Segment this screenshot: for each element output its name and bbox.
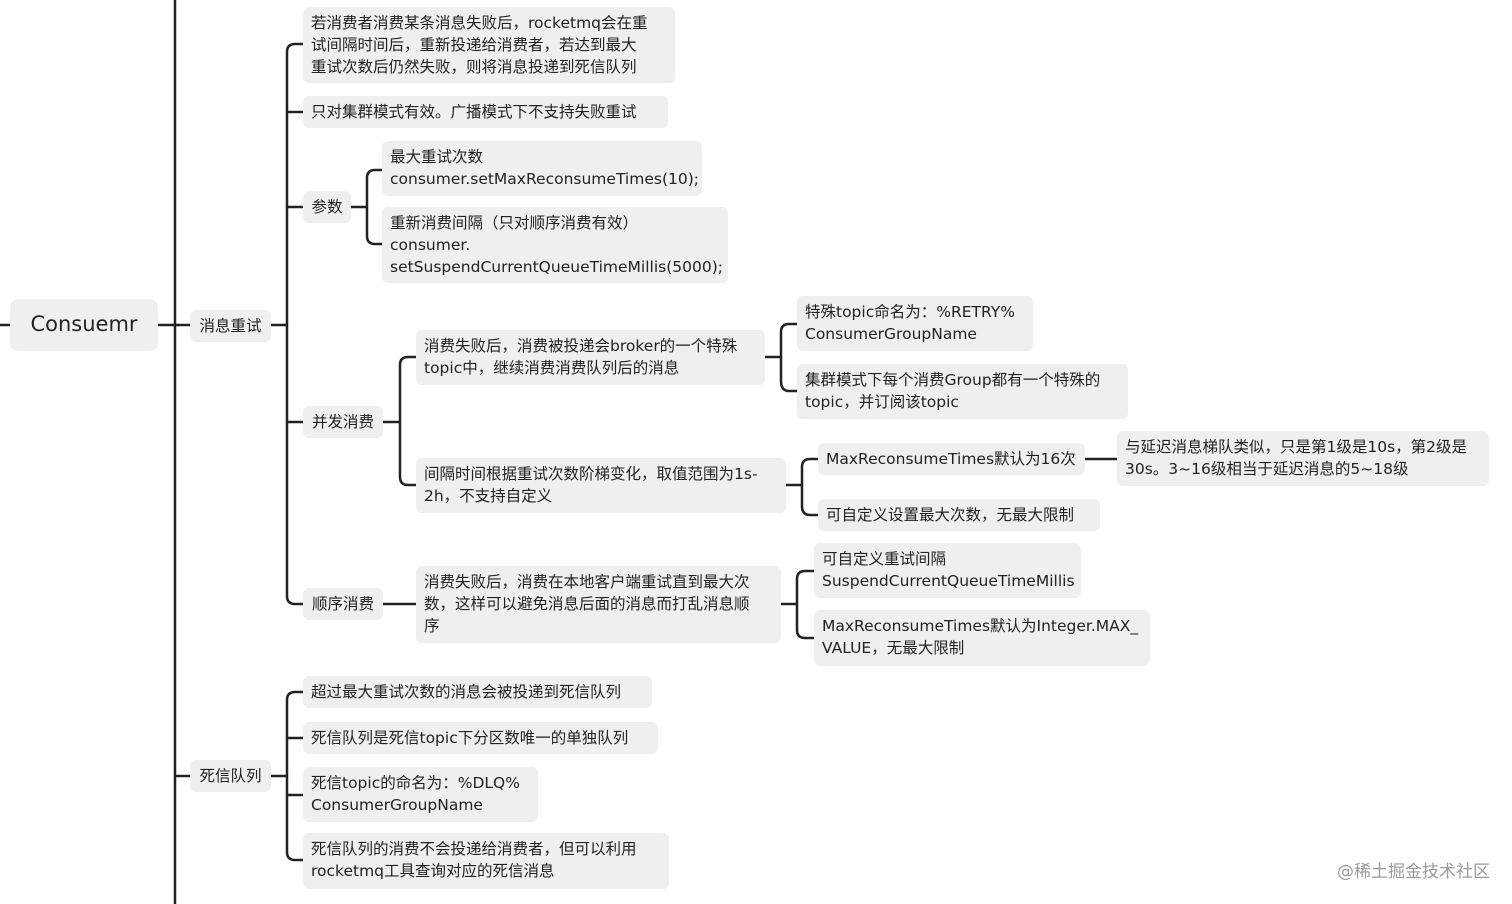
line: 特殊topic命名为：%RETRY%	[805, 303, 1015, 321]
line: 试间隔时间后，重新投递给消费者，若达到最大	[311, 36, 637, 54]
root-node[interactable]: Consuemr	[10, 299, 158, 351]
params-p1-node[interactable]: 最大重试次数 consumer.setMaxReconsumeTimes(10)…	[382, 141, 702, 196]
line: 超过最大重试次数的消息会被投递到死信队列	[311, 683, 622, 701]
line: 若消费者消费某条消息失败后，rocketmq会在重	[311, 14, 648, 32]
concurrent-c1a-node[interactable]: 特殊topic命名为：%RETRY% ConsumerGroupName	[797, 296, 1033, 351]
line: MaxReconsumeTimes默认为Integer.MAX_	[822, 617, 1139, 635]
concurrent-node[interactable]: 并发消费	[303, 406, 383, 438]
retry-label: 消息重试	[199, 317, 262, 335]
line: topic中，继续消费消费队列后的消息	[424, 359, 680, 377]
line: 重试次数后仍然失败，则将消息投递到死信队列	[311, 58, 637, 76]
line: 死信队列的消费不会投递给消费者，但可以利用	[311, 840, 637, 858]
line: 数，这样可以避免消息后面的消息而打乱消息顺	[424, 595, 750, 613]
line: 序	[424, 617, 440, 635]
retry-desc1-node[interactable]: 若消费者消费某条消息失败后，rocketmq会在重 试间隔时间后，重新投递给消费…	[303, 7, 675, 83]
line: 30s。3~16级相当于延迟消息的5~18级	[1125, 460, 1409, 478]
line: 死信队列是死信topic下分区数唯一的单独队列	[311, 729, 629, 747]
line: ConsumerGroupName	[805, 325, 977, 343]
line: setSuspendCurrentQueueTimeMillis(5000);	[390, 258, 723, 276]
line: 可自定义重试间隔	[822, 550, 947, 568]
line: SuspendCurrentQueueTimeMillis	[822, 572, 1075, 590]
line: 死信topic的命名为：%DLQ%	[311, 774, 520, 792]
line: 消费失败后，消费在本地客户端重试直到最大次	[424, 573, 750, 591]
line: rocketmq工具查询对应的死信消息	[311, 862, 555, 880]
params-node[interactable]: 参数	[303, 191, 351, 223]
line: 只对集群模式有效。广播模式下不支持失败重试	[311, 103, 637, 121]
concurrent-c2b-node[interactable]: 可自定义设置最大次数，无最大限制	[818, 499, 1100, 531]
ordered-o1-node[interactable]: 消费失败后，消费在本地客户端重试直到最大次 数，这样可以避免消息后面的消息而打乱…	[416, 566, 781, 643]
line: topic，并订阅该topic	[805, 393, 959, 411]
watermark: @稀土掘金技术社区	[1337, 862, 1490, 882]
dlq-d4-node[interactable]: 死信队列的消费不会投递给消费者，但可以利用 rocketmq工具查询对应的死信消…	[303, 833, 669, 889]
line: 间隔时间根据重试次数阶梯变化，取值范围为1s-	[424, 465, 758, 483]
retry-desc2-node[interactable]: 只对集群模式有效。广播模式下不支持失败重试	[303, 96, 668, 128]
dlq-d2-node[interactable]: 死信队列是死信topic下分区数唯一的单独队列	[303, 722, 658, 754]
line: 与延迟消息梯队类似，只是第1级是10s，第2级是	[1125, 438, 1468, 456]
params-p2-node[interactable]: 重新消费间隔（只对顺序消费有效） consumer. setSuspendCur…	[382, 207, 728, 283]
line: ConsumerGroupName	[311, 796, 483, 814]
params-label: 参数	[311, 198, 343, 216]
line: 可自定义设置最大次数，无最大限制	[826, 506, 1075, 524]
dlq-d1-node[interactable]: 超过最大重试次数的消息会被投递到死信队列	[303, 676, 652, 708]
ordered-node[interactable]: 顺序消费	[303, 588, 383, 620]
line: 消费失败后，消费被投递会broker的一个特殊	[424, 337, 738, 355]
line: 最大重试次数	[390, 148, 484, 166]
line: MaxReconsumeTimes默认为16次	[826, 450, 1076, 468]
ordered-o1b-node[interactable]: MaxReconsumeTimes默认为Integer.MAX_ VALUE，无…	[814, 610, 1150, 666]
concurrent-c2-node[interactable]: 间隔时间根据重试次数阶梯变化，取值范围为1s- 2h，不支持自定义	[416, 458, 786, 513]
line: consumer.	[390, 236, 471, 254]
line: consumer.setMaxReconsumeTimes(10);	[390, 170, 699, 188]
dlq-d3-node[interactable]: 死信topic的命名为：%DLQ% ConsumerGroupName	[303, 767, 538, 822]
line: 重新消费间隔（只对顺序消费有效）	[390, 214, 639, 232]
ordered-o1a-node[interactable]: 可自定义重试间隔 SuspendCurrentQueueTimeMillis	[814, 543, 1081, 598]
concurrent-c2a1-node[interactable]: 与延迟消息梯队类似，只是第1级是10s，第2级是 30s。3~16级相当于延迟消…	[1117, 431, 1489, 486]
concurrent-c1b-node[interactable]: 集群模式下每个消费Group都有一个特殊的 topic，并订阅该topic	[797, 364, 1128, 419]
line: VALUE，无最大限制	[822, 639, 965, 657]
concurrent-c2a-node[interactable]: MaxReconsumeTimes默认为16次	[818, 443, 1085, 475]
concurrent-c1-node[interactable]: 消费失败后，消费被投递会broker的一个特殊 topic中，继续消费消费队列后…	[416, 330, 765, 385]
dlq-label: 死信队列	[199, 767, 262, 785]
root-label: Consuemr	[30, 312, 138, 336]
concurrent-label: 并发消费	[311, 413, 374, 431]
line: 2h，不支持自定义	[424, 487, 553, 505]
line: 集群模式下每个消费Group都有一个特殊的	[805, 371, 1101, 389]
dlq-node[interactable]: 死信队列	[190, 760, 271, 792]
retry-node[interactable]: 消息重试	[190, 310, 271, 342]
ordered-label: 顺序消费	[311, 595, 374, 613]
